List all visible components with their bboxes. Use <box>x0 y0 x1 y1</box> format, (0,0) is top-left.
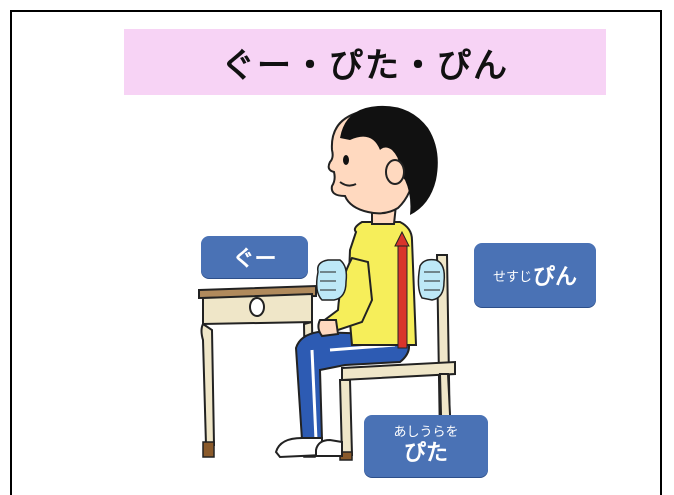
label-ashiura-pita: あしうらを ぴた <box>364 415 488 477</box>
page-title: ぐー・ぴた・ぴん <box>221 45 509 86</box>
label-sesuji-pin: せすじ ぴん <box>474 243 596 307</box>
label-pin-small-text: せすじ <box>492 269 532 285</box>
fist-icon-left <box>315 259 348 301</box>
label-guu: ぐー <box>201 236 308 278</box>
label-pita-big-text: ぴた <box>403 441 448 466</box>
desk <box>198 284 317 458</box>
label-pita-small-text: あしうらを <box>393 425 459 440</box>
boy-head <box>327 105 438 225</box>
posture-arrow-icon <box>394 230 410 349</box>
fist-icon-right <box>417 258 446 301</box>
label-pin-big-text: ぴん <box>533 265 578 290</box>
title-banner: ぐー・ぴた・ぴん <box>124 29 606 95</box>
label-guu-text: ぐー <box>232 247 277 272</box>
